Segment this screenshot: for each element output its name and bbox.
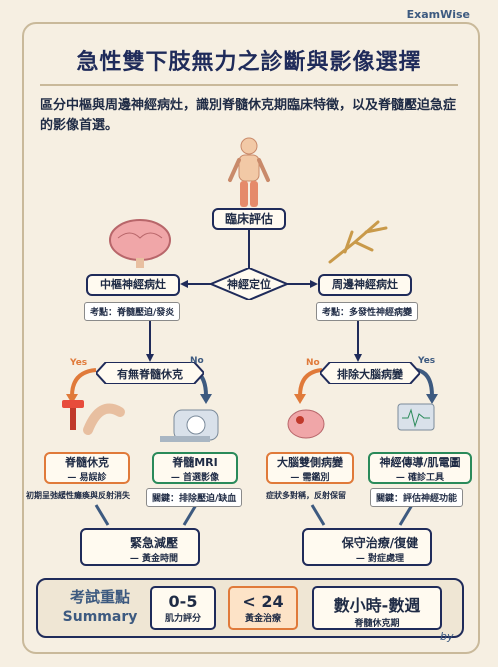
summary-item-golden: < 24 黃金治療 [228,586,298,630]
summary-heading: 考試重點 Summary [50,586,150,625]
card-emg-sub: — 確診工具 [395,473,445,483]
card-spinal-shock-title: 脊髓休克 [65,456,109,469]
node-clinical-assessment: 臨床評估 [212,208,286,230]
central-exam-note: 考點：脊髓壓迫/發炎 [84,302,181,321]
urgent-sub: — 黃金時間 [129,554,179,564]
mri-scanner-icon [160,409,219,442]
conservative-sub: — 對症處理 [355,554,405,564]
spinal-shock-question-label: 有無脊髓休克 [117,368,183,381]
spinal-shock-note: 初期呈弛緩性癱瘓與反射消失 [26,491,130,500]
card-spinal-mri: 脊髓MRI — 首選影像 [152,452,238,484]
human-figure-icon [228,137,270,207]
emg-key-note: 關鍵：評估神經功能 [370,488,464,507]
intro-text: 區分中樞與周邊神經病灶，識別脊髓休克期臨床特徵，以及脊髓壓迫急症的影像首選。 [40,98,457,133]
nerve-icon [328,220,388,264]
node-peripheral-lesion: 周邊神經病灶 [318,274,412,296]
mri-key-note: 關鍵：排除壓迫/缺血 [146,488,243,507]
summary-value: 0-5 [168,592,198,611]
summary-heading-zh: 考試重點 [69,588,130,606]
urgent-title: 緊急減壓 [129,536,178,550]
no-label-left: No [190,356,204,366]
node-spinal-shock-question: 有無脊髓休克 [96,362,204,384]
summary-value: < 24 [242,592,284,611]
emg-machine-icon [397,403,435,431]
card-brain-lesion-sub: — 需鑑別 [290,473,330,483]
summary-value: 數小時-數週 [333,596,421,615]
node-localize-diamond: 神經定位 [211,268,287,300]
yes-label-right: Yes [418,356,436,366]
page-title: 急性雙下肢無力之診斷與影像選擇 [76,50,422,75]
reflex-hammer-icon [62,400,125,435]
yes-label-left: Yes [70,358,88,368]
peripheral-exam-note: 考點：多發性神經病變 [316,302,419,321]
summary-heading-en: Summary [62,609,138,625]
outcome-conservative: 保守治療/復健 — 對症處理 [302,528,432,566]
card-brain-lesion-title: 大腦雙側病變 [277,456,343,469]
brand-label: ExamWise [406,8,470,21]
card-brain-lesion: 大腦雙側病變 — 需鑑別 [266,452,354,484]
conservative-title: 保守治療/復健 [341,536,419,550]
brain-lesion-note: 症狀多對稱，反射保留 [266,491,346,500]
summary-item-shock-period: 數小時-數週 脊髓休克期 [312,586,442,630]
summary-label: 肌力評分 [164,614,201,624]
card-emg: 神經傳導/肌電圖 — 確診工具 [368,452,472,484]
card-spinal-shock-sub: — 易誤診 [67,473,107,483]
brain-lesion-icon [287,409,325,439]
brain-icon [109,219,171,268]
summary-item-strength: 0-5 肌力評分 [150,586,216,630]
card-spinal-mri-title: 脊髓MRI [172,456,218,469]
signature: by [440,630,454,643]
node-central-lesion: 中樞神經病灶 [86,274,180,296]
exclude-brain-label: 排除大腦病變 [337,368,403,381]
card-emg-title: 神經傳導/肌電圖 [379,456,461,469]
card-spinal-mri-sub: — 首選影像 [170,473,220,483]
summary-label: 脊髓休克期 [354,619,400,629]
summary-panel: 考試重點 Summary 0-5 肌力評分 < 24 黃金治療 數小時-數週 脊… [36,578,464,638]
page-frame [22,22,480,654]
localize-label: 神經定位 [227,278,271,291]
summary-label: 黃金治療 [244,614,281,624]
outcome-urgent-decompression: 緊急減壓 — 黃金時間 [80,528,200,566]
node-exclude-brain: 排除大腦病變 [320,362,420,384]
title-divider [40,84,458,86]
no-label-right: No [306,358,320,368]
card-spinal-shock: 脊髓休克 — 易誤診 [44,452,130,484]
